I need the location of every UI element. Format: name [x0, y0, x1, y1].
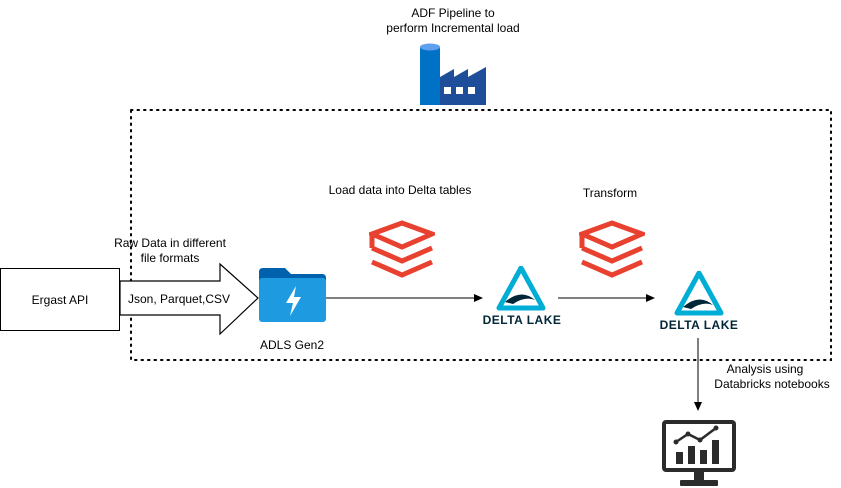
- raw-data-label-line1: Raw Data in different: [114, 236, 226, 250]
- dashboard-monitor-icon: [662, 420, 736, 486]
- delta-lake-icon: [496, 266, 546, 311]
- adf-label-line2: perform Incremental load: [386, 21, 520, 35]
- transform-label: Transform: [582, 186, 638, 200]
- adls-label: ADLS Gen2: [259, 338, 325, 352]
- delta-lake-label-1: DELTA LAKE: [482, 313, 562, 327]
- raw-data-label-line2: file formats: [140, 251, 200, 265]
- file-formats-label: Json, Parquet,CSV: [128, 292, 231, 306]
- adf-label-line1: ADF Pipeline to: [411, 6, 495, 20]
- databricks-icon: [369, 220, 435, 278]
- pipeline-boundary: [130, 109, 832, 361]
- ergast-api-label: Ergast API: [31, 292, 89, 307]
- delta-lake-icon: [674, 271, 724, 316]
- databricks-icon: [579, 220, 645, 278]
- ergast-api-box: Ergast API: [0, 268, 120, 331]
- load-label: Load data into Delta tables: [328, 183, 472, 197]
- analysis-label-line2: Databricks notebooks: [714, 377, 830, 391]
- ingest-block-arrow: [119, 262, 259, 336]
- analysis-label-line1: Analysis using: [726, 362, 804, 376]
- data-factory-icon: [420, 43, 486, 105]
- delta-lake-label-2: DELTA LAKE: [659, 318, 739, 332]
- adls-gen2-icon: [259, 268, 326, 322]
